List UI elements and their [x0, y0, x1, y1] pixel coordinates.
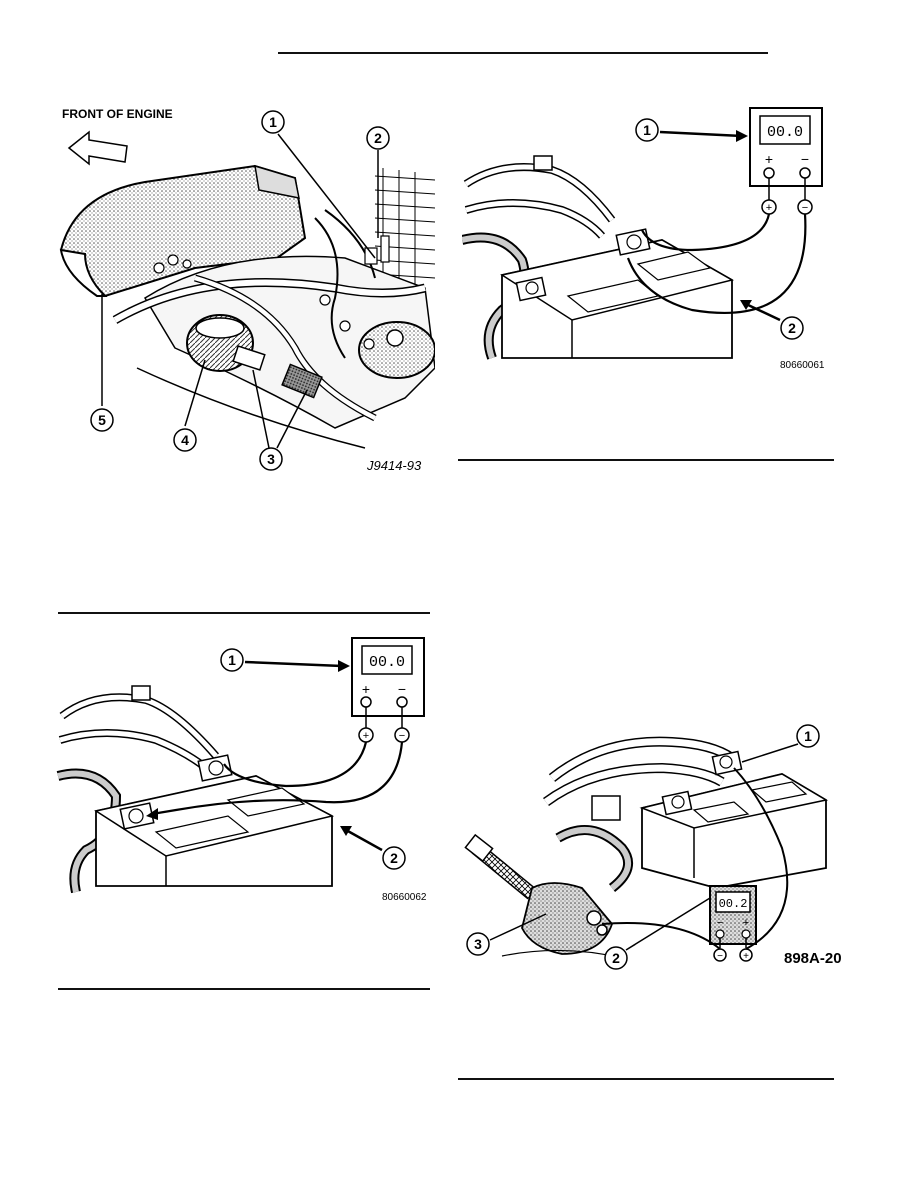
callout-1-circle: [261, 110, 285, 134]
callout-2-circle: [780, 316, 804, 340]
callout-1-label: 1: [228, 652, 236, 668]
starter-voltage-illustration: 00.2 − + − + 1 2 3 898A-20: [464, 724, 842, 970]
callout-3-circle: [466, 932, 490, 956]
meter-display: [759, 115, 811, 145]
probe-minus: −: [802, 202, 808, 214]
callout-2-circle: [604, 946, 628, 970]
battery-meter-illustration-top: 00.0 + − + − 1 2 80660061: [462, 107, 825, 371]
separator-rule-right-1: [458, 459, 834, 461]
leader-lines: [101, 133, 379, 449]
callout-1-circle: [796, 724, 820, 748]
callout-4-label: 4: [181, 432, 189, 448]
meter-reading: 00.0: [369, 654, 405, 671]
meter-display: [361, 645, 413, 675]
battery-meter-illustration-bottom: 00.0 + − + − 1 2 80660062: [56, 637, 427, 903]
battery-meter-figure-bottom: 00.0 + − + − 1 2 80660062: [56, 636, 432, 906]
figure-id: J9414-93: [366, 458, 422, 473]
front-arrow-icon: [67, 130, 128, 166]
meter-minus-label: −: [398, 681, 406, 697]
meter-plus-label: +: [362, 681, 370, 697]
connector-b: [281, 363, 323, 399]
callout-1-label: 1: [269, 114, 277, 130]
engine-figure: FRONT OF ENGINE: [45, 98, 435, 478]
figure-id: 80660061: [780, 360, 825, 371]
callout-2-label: 2: [390, 850, 398, 866]
engine-illustration: FRONT OF ENGINE: [59, 107, 435, 473]
callout-1-label: 1: [643, 122, 651, 138]
header-rule: [278, 52, 768, 54]
callout-1-circle: [635, 118, 659, 142]
callout-2-circle: [366, 126, 390, 150]
callout-4-circle: [173, 428, 197, 452]
meter-reading: 00.0: [767, 124, 803, 141]
probe-minus: −: [717, 951, 723, 962]
meter-minus-label: −: [801, 151, 809, 167]
starter-voltage-figure: 00.2 − + − + 1 2 3 898A-20: [462, 718, 842, 976]
probe-plus: +: [766, 202, 772, 214]
battery-meter-figure-top: 00.0 + − + − 1 2 80660061: [462, 100, 838, 375]
meter-display: [715, 891, 751, 913]
air-intake-duct: [59, 164, 307, 298]
meter-plus-label: +: [743, 917, 749, 929]
meter-plus-label: +: [765, 151, 773, 167]
callout-1-circle: [220, 648, 244, 672]
figure-id: 898A-20: [784, 950, 842, 967]
figure-id: 80660062: [382, 892, 427, 903]
callout-2-circle: [382, 846, 406, 870]
starter-solenoid: [521, 882, 614, 955]
probe-plus: +: [363, 730, 369, 742]
separator-rule-left-2: [58, 988, 430, 990]
callout-3-label: 3: [267, 451, 275, 467]
meter-minus-label: −: [717, 917, 723, 929]
separator-rule-left-1: [58, 612, 430, 614]
callout-5-circle: [90, 408, 114, 432]
connector-a: [232, 345, 266, 371]
probe-minus: −: [399, 730, 405, 742]
callout-2-label: 2: [374, 130, 382, 146]
callout-3-label: 3: [474, 936, 482, 952]
meter-reading: 00.2: [719, 897, 748, 911]
separator-rule-right-2: [458, 1078, 834, 1080]
callout-2-label: 2: [788, 320, 796, 336]
callout-2-label: 2: [612, 950, 620, 966]
callout-5-label: 5: [98, 412, 106, 428]
callout-3-circle: [259, 447, 283, 471]
probe-plus: +: [743, 951, 749, 962]
front-of-engine-label: FRONT OF ENGINE: [62, 107, 173, 121]
callout-1-label: 1: [804, 728, 812, 744]
